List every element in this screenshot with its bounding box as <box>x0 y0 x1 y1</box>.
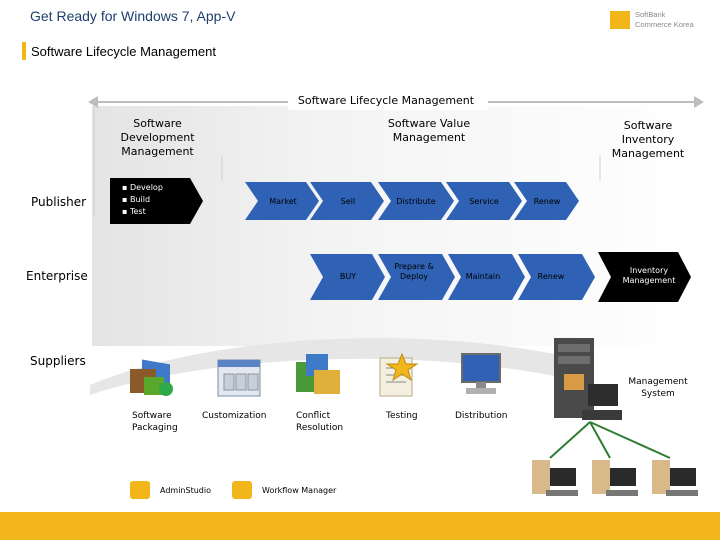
arrow-renew <box>514 182 579 220</box>
label-prepare-deploy: Prepare & Deploy <box>394 262 434 281</box>
caption-management-system: Management System <box>628 377 688 399</box>
company-logo: SoftBank Commerce Korea <box>610 8 700 32</box>
testing-icon <box>379 352 419 397</box>
arrow-buy <box>310 254 385 300</box>
label-renew-enterprise: Renew <box>537 272 565 281</box>
phase-value: Software Value Management <box>387 117 471 144</box>
bullet-test: Test <box>129 207 146 216</box>
phase-development: Software Development Management <box>120 117 195 158</box>
label-market: Market <box>269 197 297 206</box>
lifecycle-background <box>92 106 702 346</box>
workflow-manager-icon <box>232 481 252 499</box>
caption-software-packaging: Software Packaging <box>132 411 178 433</box>
client-computer-1-icon <box>532 460 578 496</box>
suppliers-band <box>90 338 560 395</box>
logo-mark-icon <box>610 11 630 29</box>
tool-workflow-manager: Workflow Manager <box>262 486 337 495</box>
distribution-icon <box>461 353 501 394</box>
client-computer-3-icon <box>652 460 698 496</box>
section-subtitle: Software Lifecycle Management <box>31 44 216 59</box>
customization-icon <box>217 359 261 397</box>
arrow-service <box>446 182 522 220</box>
client-network <box>532 421 698 496</box>
publisher-arrows <box>110 178 579 224</box>
lifecycle-span-arrow <box>88 92 704 110</box>
label-renew: Renew <box>533 197 561 206</box>
arrow-renew-enterprise <box>518 254 595 300</box>
footer-accent-bar <box>0 512 720 540</box>
arrow-maintain <box>448 254 525 300</box>
caption-conflict-resolution: Conflict Resolution <box>296 411 344 433</box>
logo-line-1: SoftBank <box>635 10 666 19</box>
arrow-sell <box>310 182 384 220</box>
enterprise-arrows <box>310 252 691 302</box>
adminstudio-icon <box>130 481 150 499</box>
arrow-inventory-management <box>598 252 691 302</box>
row-enterprise: Enterprise <box>26 269 88 283</box>
arrow-distribute <box>378 182 454 220</box>
management-server-icon <box>554 338 622 420</box>
label-service: Service <box>469 197 499 206</box>
label-maintain: Maintain <box>465 272 501 281</box>
tool-adminstudio: AdminStudio <box>160 486 211 495</box>
phase-inventory: Software Inventory Management <box>611 119 685 160</box>
bullet-develop: Develop <box>129 183 163 192</box>
caption-customization: Customization <box>202 411 267 421</box>
subtitle-accent-bar <box>22 42 26 60</box>
label-sell: Sell <box>340 197 356 206</box>
label-inventory-management: Inventory Management <box>622 266 676 285</box>
row-publisher: Publisher <box>31 195 87 209</box>
logo-line-2: Commerce Korea <box>635 20 694 29</box>
arrow-market <box>245 182 319 220</box>
label-buy: BUY <box>339 272 357 281</box>
software-packaging-icon <box>130 359 173 396</box>
arrow-prepare-deploy <box>378 254 455 300</box>
caption-testing: Testing <box>386 411 418 421</box>
page-title: Get Ready for Windows 7, App-V <box>30 8 236 24</box>
span-label: Software Lifecycle Management <box>297 94 475 107</box>
phase-dividers <box>93 106 601 216</box>
label-distribute: Distribute <box>396 197 436 206</box>
caption-distribution: Distribution <box>455 411 508 421</box>
publisher-dev-arrow <box>110 178 203 224</box>
client-computer-2-icon <box>592 460 638 496</box>
row-suppliers: Suppliers <box>30 354 86 368</box>
bullet-build: Build <box>129 195 151 204</box>
publisher-bullets: ▪ Develop ▪ Build ▪ Test <box>122 183 163 216</box>
conflict-resolution-icon <box>296 354 340 394</box>
